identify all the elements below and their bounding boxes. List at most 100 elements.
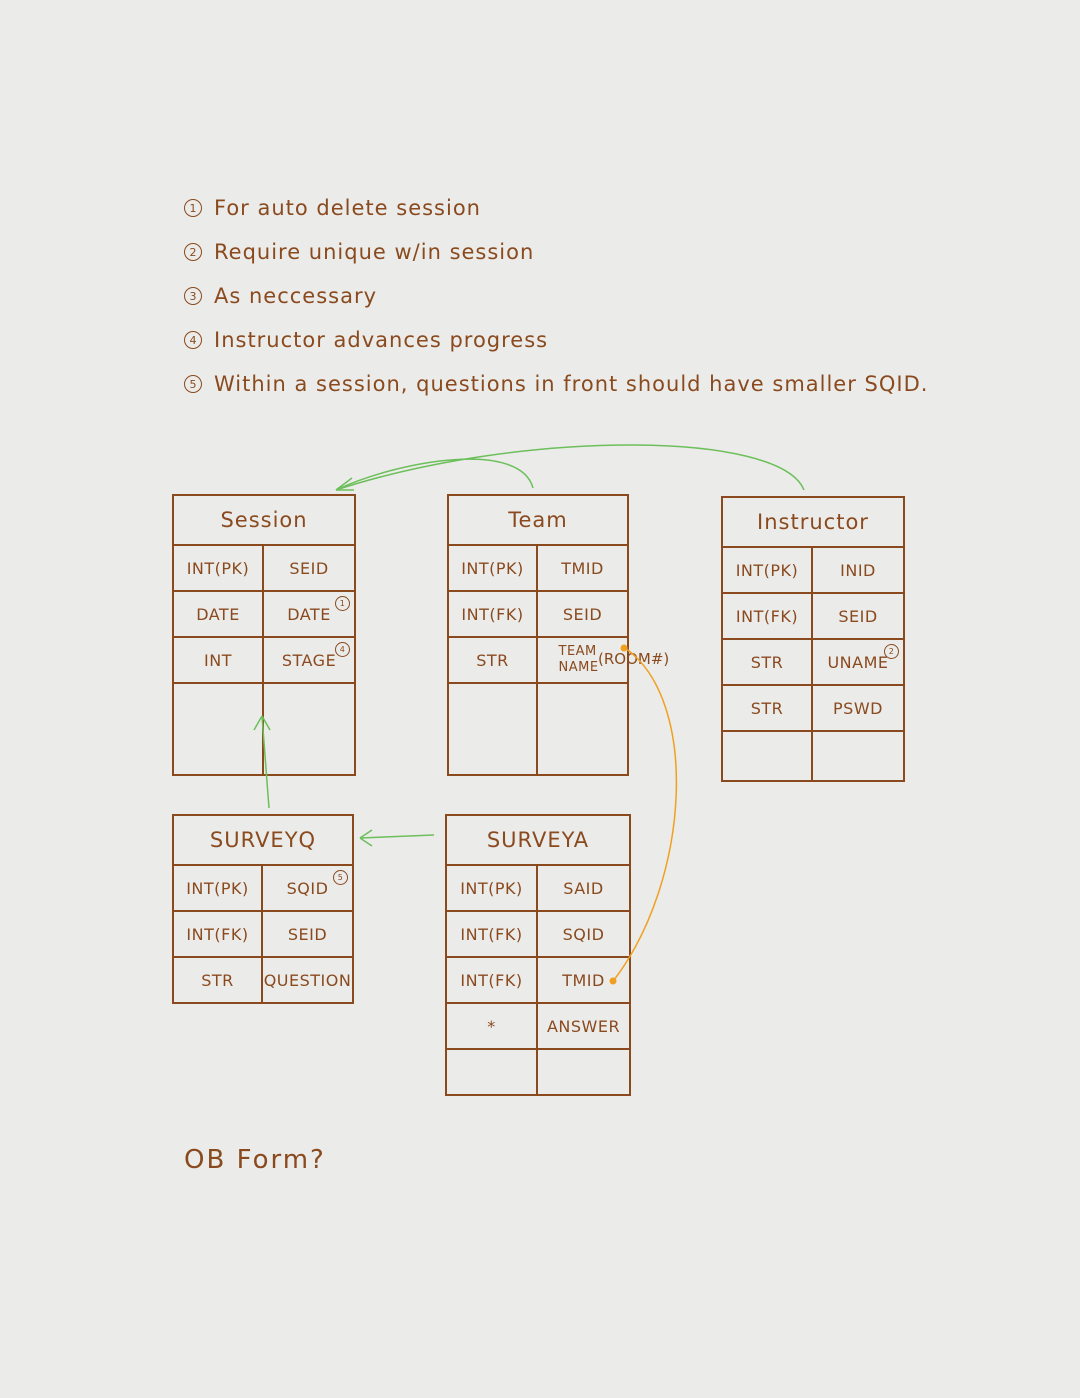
note-marker: 2 (884, 644, 899, 659)
field-name: SEID (289, 558, 329, 578)
field-cell: TMID (538, 546, 627, 590)
table-row: INT(FK) SEID (723, 594, 903, 640)
type-cell: INT(PK) (723, 548, 813, 592)
notes-list: 1 For auto delete session 2 Require uniq… (184, 186, 928, 406)
field-cell: SAID (538, 866, 629, 910)
note-number: 1 (184, 199, 202, 217)
note-1: 1 For auto delete session (184, 186, 928, 230)
note-marker: 1 (335, 596, 350, 611)
field-cell: TEAM NAME (538, 638, 627, 682)
field-cell: SEID (538, 592, 627, 636)
type-cell: INT(FK) (174, 912, 263, 956)
table-row: INT(PK) SQID 5 (174, 866, 352, 912)
footer-note: OB Form? (184, 1145, 326, 1175)
type-cell: DATE (174, 592, 264, 636)
field-cell: ANSWER (538, 1004, 629, 1048)
table-row: DATE DATE 1 (174, 592, 354, 638)
table-empty-area (447, 1050, 629, 1094)
table-row: STR TEAM NAME (449, 638, 627, 684)
field-cell: QUESTION (263, 958, 352, 1002)
note-marker: 4 (335, 642, 350, 657)
table-row: INT(PK) INID (723, 548, 903, 594)
room-number-annotation: (ROOM#) (598, 650, 670, 668)
surveya-table: SURVEYA INT(PK) SAID INT(FK) SQID INT(FK… (445, 814, 631, 1096)
note-text: As neccessary (214, 284, 378, 308)
note-text: Require unique w/in session (214, 240, 535, 264)
type-cell: INT(PK) (449, 546, 538, 590)
type-cell: INT(FK) (447, 912, 538, 956)
note-3: 3 As neccessary (184, 274, 928, 318)
note-4: 4 Instructor advances progress (184, 318, 928, 362)
empty-cell (447, 1050, 538, 1094)
field-name: SEID (562, 604, 603, 624)
note-marker: 5 (333, 870, 348, 885)
arrowhead (253, 715, 271, 731)
field-name: SEID (287, 924, 328, 944)
table-title: Session (174, 496, 354, 546)
note-number: 3 (184, 287, 202, 305)
field-name: TMID (561, 558, 604, 578)
type-cell: STR (723, 640, 813, 684)
field-name: QUESTION (263, 970, 352, 990)
field-cell: SEID (813, 594, 903, 638)
table-row: STR QUESTION (174, 958, 352, 1002)
note-number: 2 (184, 243, 202, 261)
note-number: 5 (184, 375, 202, 393)
table-title: SURVEYA (447, 816, 629, 866)
table-row: INT(PK) SAID (447, 866, 629, 912)
team-table: Team INT(PK) TMID INT(FK) SEID STR TEAM … (447, 494, 629, 776)
tmid-link (609, 644, 678, 985)
note-number: 4 (184, 331, 202, 349)
field-name: STAGE (281, 650, 337, 670)
type-cell: STR (174, 958, 263, 1002)
field-name: DATE (287, 604, 331, 624)
field-cell: SQID (538, 912, 629, 956)
surveyq-to-session-arrow (261, 715, 270, 809)
note-2: 2 Require unique w/in session (184, 230, 928, 274)
instructor-to-session-arrow (335, 444, 805, 491)
table-title: Instructor (723, 498, 903, 548)
type-cell: INT(FK) (723, 594, 813, 638)
field-cell: SQID 5 (263, 866, 352, 910)
arrowhead (335, 477, 354, 491)
team-to-surveya-link (613, 647, 678, 981)
field-cell: SEID (263, 912, 352, 956)
type-cell: STR (449, 638, 538, 682)
type-cell: STR (723, 686, 813, 730)
table-title: Team (449, 496, 627, 546)
note-5: 5 Within a session, questions in front s… (184, 362, 928, 406)
session-table: Session INT(PK) SEID DATE DATE 1 INT STAG… (172, 494, 356, 776)
note-text: Instructor advances progress (214, 328, 549, 352)
link-endpoint (620, 644, 628, 652)
table-row: INT(PK) SEID (174, 546, 354, 592)
field-name: INID (840, 560, 876, 580)
type-cell: INT (174, 638, 264, 682)
field-name: ANSWER (546, 1016, 621, 1036)
field-name: UNAME (827, 652, 889, 672)
table-row: * ANSWER (447, 1004, 629, 1050)
field-name: PSWD (833, 698, 883, 718)
type-cell: * (447, 1004, 538, 1048)
type-cell: INT(FK) (449, 592, 538, 636)
table-row: INT(FK) SEID (449, 592, 627, 638)
arrowhead (359, 829, 373, 847)
type-cell: INT(PK) (174, 866, 263, 910)
field-name: SQID (562, 924, 605, 944)
table-row: INT(FK) TMID (447, 958, 629, 1004)
field-cell: TMID (538, 958, 629, 1002)
table-row: STR PSWD (723, 686, 903, 732)
field-name: SQID (286, 878, 329, 898)
field-cell: DATE 1 (264, 592, 354, 636)
fk-arrows (253, 444, 805, 847)
field-name: SAID (563, 878, 604, 898)
table-empty-area (449, 684, 627, 774)
empty-cell (723, 732, 813, 780)
table-row: INT(PK) TMID (449, 546, 627, 592)
surveya-to-surveyq-arrow (359, 834, 435, 839)
